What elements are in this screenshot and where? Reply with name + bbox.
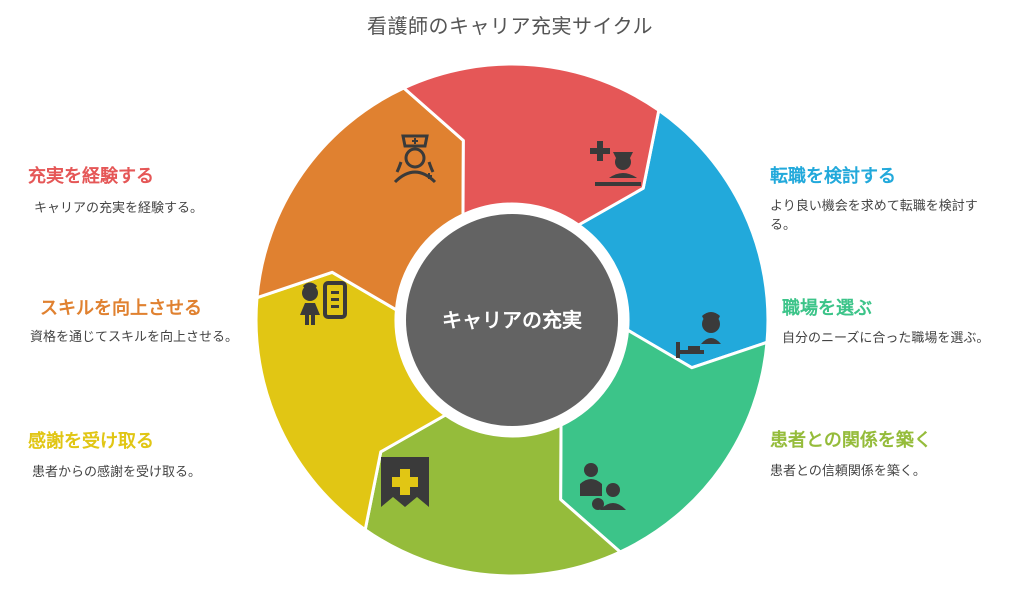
step-desc-career-change: より良い機会を求めて転職を検討する。 [770,199,978,233]
step-title-build-relationships: 患者との関係を築く [770,430,932,451]
nurse-bed-icon [590,141,641,186]
step-title-career-change: 転職を検討する [770,166,896,187]
nurse-icon [393,134,437,184]
step-title-choose-workplace: 職場を選ぶ [782,298,872,319]
center-circle [406,214,618,426]
medical-bookmark-icon [381,457,429,507]
step-title-experience-fulfillment: 充実を経験する [28,166,154,187]
step-desc-experience-fulfillment: キャリアの充実を経験する。 [34,201,204,216]
step-desc-improve-skills: 資格を通じてスキルを向上させる。 [29,330,238,345]
step-desc-receive-gratitude: 患者からの感謝を受け取る。 [32,465,202,480]
center-label: キャリアの充実 [442,308,582,332]
step-desc-choose-workplace: 自分のニーズに合った職場を選ぶ。 [782,331,990,346]
people-icon [580,463,626,510]
page-title: 看護師のキャリア充実サイクル [367,14,653,38]
step-title-improve-skills: スキルを向上させる [40,298,202,319]
step-desc-build-relationships: 患者との信頼関係を築く。 [770,464,926,479]
step-title-receive-gratitude: 感謝を受け取る [28,431,154,452]
patient-bed-icon [676,312,721,358]
nurse-chart-icon [300,281,347,325]
